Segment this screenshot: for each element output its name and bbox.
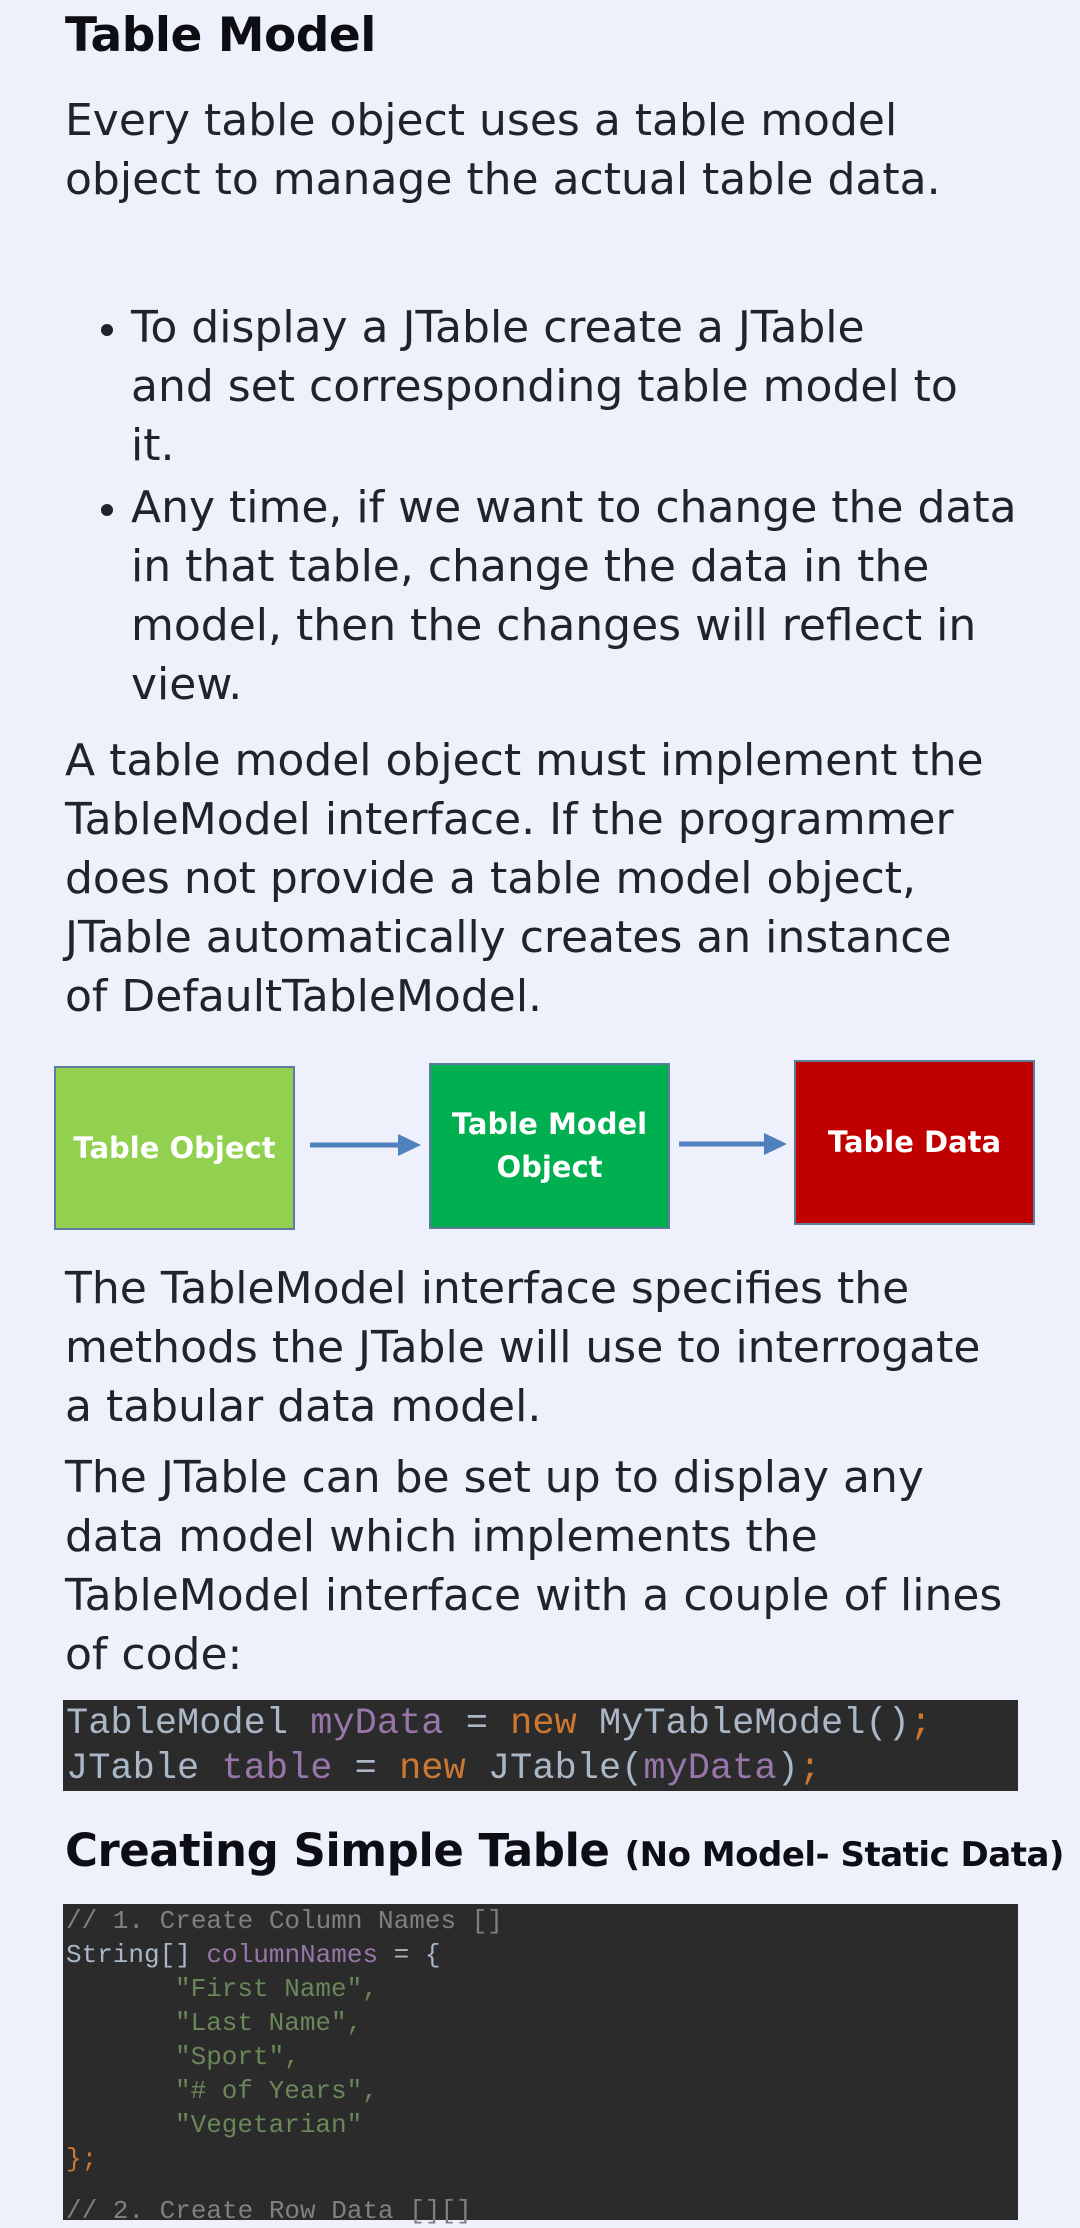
code-string: "Vegetarian" — [175, 2110, 363, 2140]
code-string: "Sport", — [175, 2042, 300, 2072]
setup-paragraph: The JTable can be set up to display any … — [65, 1448, 1045, 1684]
text-line: data model which implements the — [65, 1511, 818, 1562]
code-token: JTable( — [465, 1748, 644, 1790]
list-item: Any time, if we want to change the data … — [95, 478, 1030, 714]
interface-paragraph: A table model object must implement the … — [65, 731, 1045, 1026]
text-line: and set corresponding table model to — [131, 361, 958, 412]
code-string: "Last Name", — [175, 2008, 363, 2038]
section-title: Creating Simple Table (No Model- Static … — [65, 1824, 1064, 1877]
code-keyword: ; — [798, 1748, 822, 1790]
text-line: of code: — [65, 1629, 243, 1680]
box-label-line: Table Model — [451, 1107, 648, 1141]
code-variable: columnNames — [206, 1940, 379, 1970]
intro-paragraph: Every table object uses a table model ob… — [65, 91, 1045, 209]
code-block: TableModel myData = new MyTableModel();J… — [63, 1700, 1018, 1791]
text-line: a tabular data model. — [65, 1381, 542, 1432]
text-line: The TableModel interface specifies the — [65, 1263, 910, 1314]
code-token: = — [443, 1703, 511, 1745]
text-line: of DefaultTableModel. — [65, 971, 543, 1022]
code-string: "First Name", — [175, 1974, 378, 2004]
text-line: To display a JTable create a JTable — [131, 302, 865, 353]
list-item: To display a JTable create a JTable and … — [95, 298, 1030, 475]
text-line: The JTable can be set up to display any — [65, 1452, 924, 1503]
arrow-right-icon — [679, 1133, 787, 1155]
code-token: MyTableModel() — [576, 1703, 910, 1745]
text-line: A table model object must implement the — [65, 735, 984, 786]
methods-paragraph: The TableModel interface specifies the m… — [65, 1259, 1045, 1436]
code-keyword: new — [399, 1748, 466, 1790]
bullet-icon — [101, 504, 113, 516]
code-line: JTable table = new JTable(myData); — [66, 1747, 1018, 1792]
bullet-list: To display a JTable create a JTable and … — [95, 298, 1030, 717]
code-spacer — [66, 2176, 1018, 2194]
code-token: String[] — [66, 1940, 207, 1970]
arrow-right-icon — [310, 1134, 421, 1156]
code-variable: myData — [310, 1703, 444, 1745]
code-token: TableModel — [66, 1703, 311, 1745]
text-line: model, then the changes will reflect in — [131, 600, 977, 651]
text-line: in that table, change the data in the — [131, 541, 930, 592]
code-variable: myData — [643, 1748, 777, 1790]
text-line: Every table object uses a table model — [65, 95, 898, 146]
text-line: JTable automatically creates an instance — [65, 912, 952, 963]
code-block: // 1. Create Column Names []String[] col… — [63, 1904, 1018, 2226]
code-comment: // 2. Create Row Data [][] — [66, 2196, 472, 2226]
code-keyword: ; — [909, 1703, 933, 1745]
section-subtitle: (No Model- Static Data) — [624, 1835, 1065, 1875]
section-title-main: Creating Simple Table — [65, 1824, 610, 1877]
text-line: object to manage the actual table data. — [65, 154, 941, 205]
text-line: Any time, if we want to change the data — [131, 482, 1017, 533]
code-token: JTable — [66, 1748, 222, 1790]
code-keyword: new — [510, 1703, 577, 1745]
text-line: it. — [131, 420, 175, 471]
table-object-box: Table Object — [54, 1066, 295, 1230]
code-line: TableModel myData = new MyTableModel(); — [66, 1702, 1018, 1747]
code-token: = { — [378, 1940, 441, 1970]
page-title: Table Model — [65, 8, 376, 63]
text-line: methods the JTable will use to interroga… — [65, 1322, 981, 1373]
code-line: String[] columnNames = { — [66, 1938, 1018, 1972]
code-variable: table — [221, 1748, 333, 1790]
text-line: TableModel interface with a couple of li… — [65, 1570, 1003, 1621]
text-line: does not provide a table model object, — [65, 853, 917, 904]
box-label-line: Object — [496, 1150, 603, 1184]
code-string: "# of Years", — [175, 2076, 378, 2106]
text-line: view. — [131, 659, 243, 710]
table-model-object-box: Table Model Object — [429, 1063, 670, 1229]
bullet-icon — [101, 324, 113, 336]
text-line: TableModel interface. If the programmer — [65, 794, 954, 845]
code-comment: // 1. Create Column Names [] — [66, 1906, 503, 1936]
table-data-box: Table Data — [794, 1060, 1035, 1225]
code-token: }; — [66, 2144, 98, 2174]
code-token: = — [332, 1748, 400, 1790]
code-token: ) — [776, 1748, 799, 1790]
